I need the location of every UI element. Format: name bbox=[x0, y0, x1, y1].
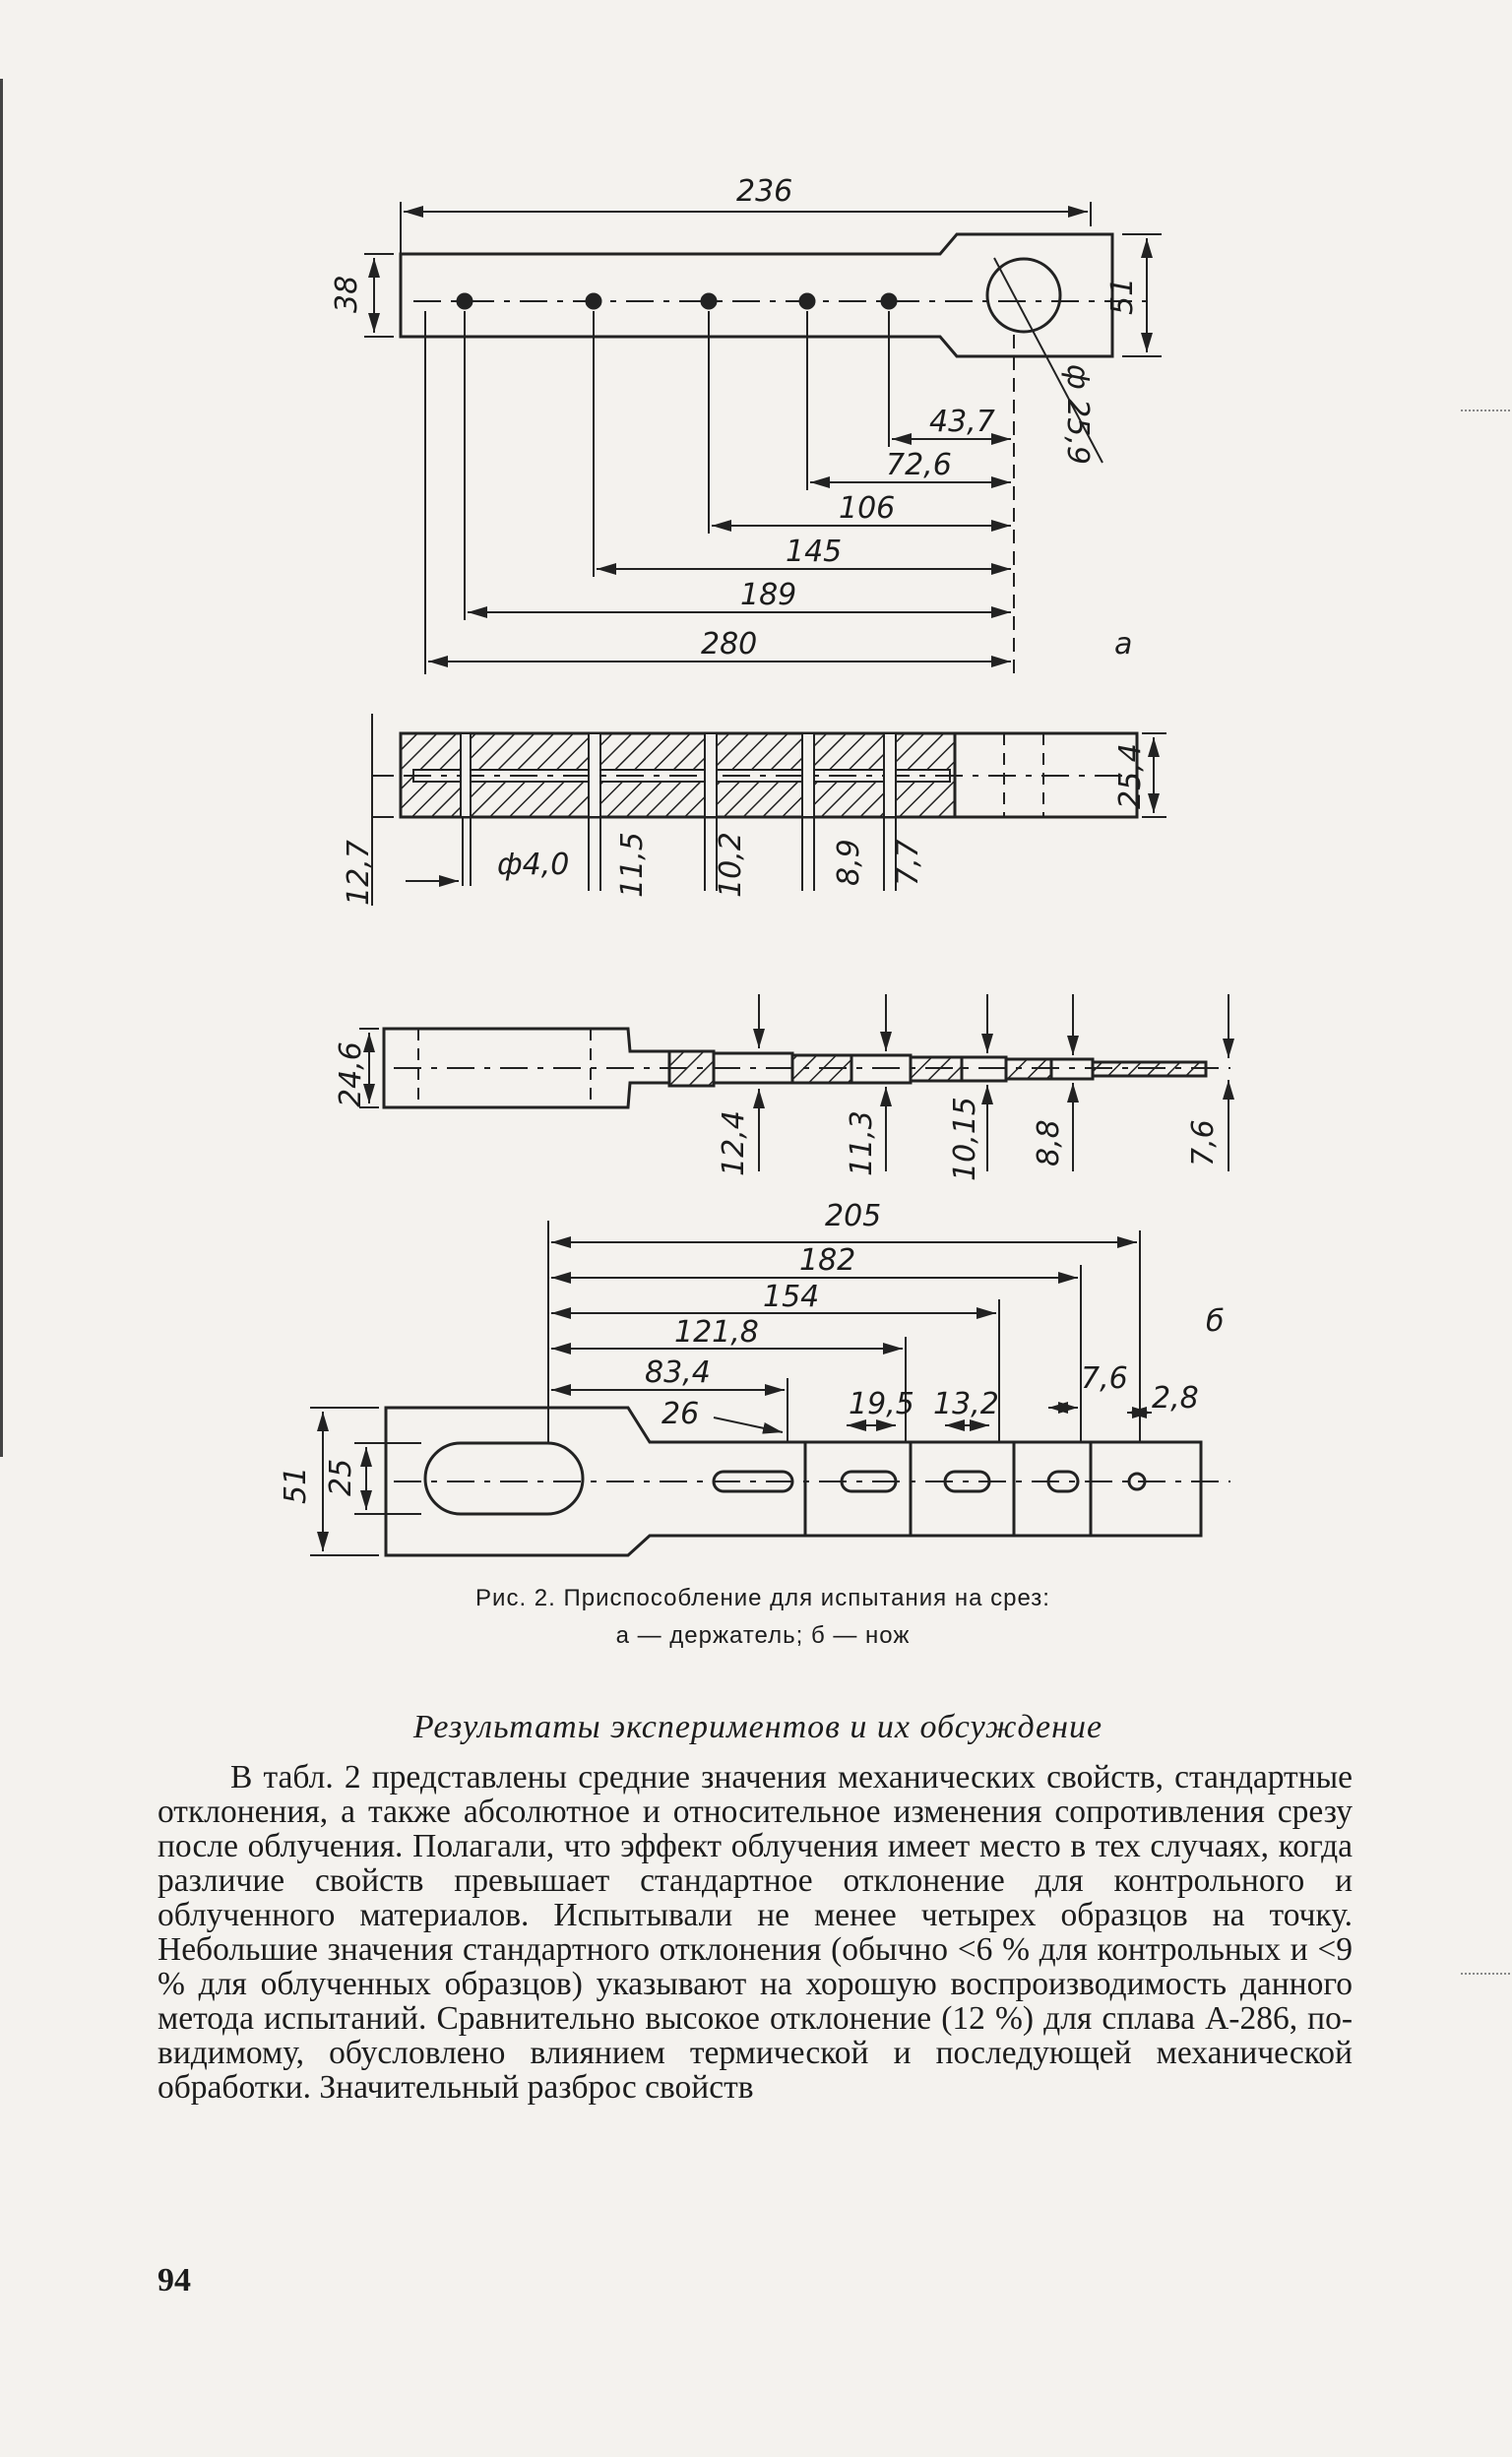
dim-slot-width: 25 bbox=[324, 1459, 358, 1496]
dim-step-thickness: 8,8 bbox=[1032, 1119, 1066, 1166]
dim-position: 280 bbox=[701, 627, 757, 662]
dim-hole-diameter: ф 25,9 bbox=[1060, 364, 1095, 465]
view-label-a: а bbox=[1114, 627, 1132, 662]
dim-length: 154 bbox=[763, 1280, 819, 1314]
dim-position: 145 bbox=[786, 535, 842, 569]
page-number: 94 bbox=[158, 2262, 191, 2299]
dim-length: 205 bbox=[825, 1199, 881, 1233]
dim-slot-length: 19,5 bbox=[849, 1387, 914, 1421]
dim-step-thickness: 7,6 bbox=[1186, 1119, 1221, 1166]
holder-plan-view bbox=[364, 202, 1162, 674]
dim-holder: 12,7 bbox=[342, 840, 376, 906]
dim-slot-length: 13,2 bbox=[933, 1387, 999, 1421]
margin-mark bbox=[1461, 1973, 1510, 1977]
dim-length: 182 bbox=[799, 1243, 855, 1278]
dim-knife-thickness: 24,6 bbox=[334, 1041, 368, 1107]
page-edge-shadow bbox=[0, 79, 3, 1457]
dim-length: 26 bbox=[662, 1397, 699, 1431]
dim-holder: 7,7 bbox=[891, 839, 925, 886]
dim-slot-length: 2,8 bbox=[1152, 1381, 1199, 1416]
dim-slot-thickness: 25,4 bbox=[1113, 743, 1148, 809]
dim-holder: 10,2 bbox=[714, 832, 748, 898]
figure-caption: Рис. 2. Приспособление для испытания на … bbox=[384, 1580, 1142, 1655]
section-heading: Результаты экспериментов и их обсуждение bbox=[412, 1709, 1103, 1745]
dim-step-thickness: 12,4 bbox=[717, 1110, 751, 1176]
margin-mark bbox=[1461, 410, 1510, 413]
dim-position: 189 bbox=[740, 578, 796, 612]
dim-end-width: 51 bbox=[1105, 278, 1140, 315]
holder-section-view bbox=[371, 714, 1166, 906]
dim-pin-diameter: ф4,0 bbox=[497, 848, 569, 882]
view-label-b: б bbox=[1206, 1304, 1225, 1339]
dim-length: 121,8 bbox=[674, 1315, 759, 1350]
knife-side-view bbox=[359, 994, 1234, 1171]
dim-position: 106 bbox=[839, 491, 895, 526]
dim-overall-length: 236 bbox=[736, 174, 792, 209]
caption-line-2: а — держатель; б — нож bbox=[615, 1622, 911, 1649]
body-paragraph: В табл. 2 представлены средние значения … bbox=[158, 1759, 1353, 2106]
figure-2-drawing: 236 38 51 ф 25,9 43,7 72,6 106 145 189 2… bbox=[279, 174, 1234, 1557]
dim-position: 43,7 bbox=[929, 405, 995, 439]
dim-knife-width: 51 bbox=[279, 1467, 313, 1504]
caption-line-1: Рис. 2. Приспособление для испытания на … bbox=[475, 1585, 1050, 1611]
dim-step-thickness: 11,3 bbox=[845, 1110, 879, 1176]
dim-step-thickness: 10,15 bbox=[948, 1097, 982, 1181]
dim-position: 72,6 bbox=[886, 448, 952, 482]
dim-holder: 8,9 bbox=[832, 839, 866, 886]
dim-slot-length: 7,6 bbox=[1081, 1361, 1128, 1396]
knife-plan-view bbox=[310, 1221, 1230, 1557]
dim-length: 83,4 bbox=[645, 1355, 711, 1390]
dim-holder: 11,5 bbox=[615, 832, 650, 898]
dim-width: 38 bbox=[330, 276, 364, 313]
